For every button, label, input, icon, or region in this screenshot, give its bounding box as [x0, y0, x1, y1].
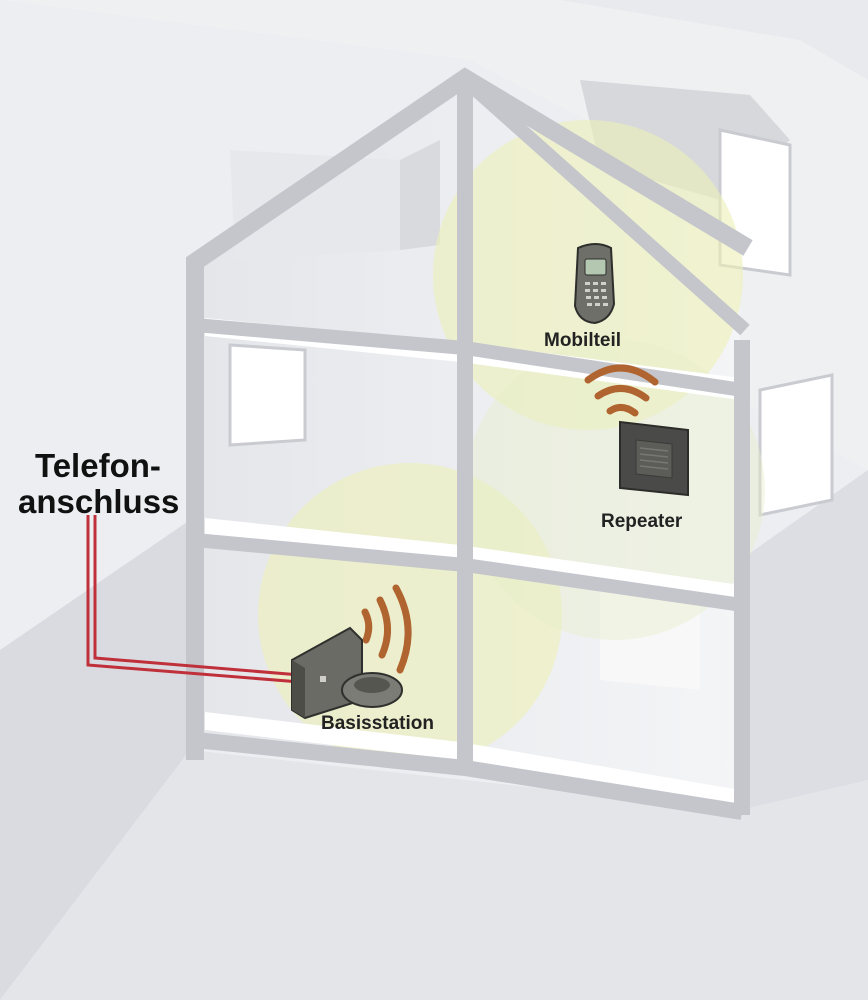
repeater-signal-waves — [584, 364, 659, 417]
house-frame — [186, 67, 753, 820]
base-station-icon — [291, 626, 403, 720]
label-telefonanschluss-line1: Telefon- — [35, 447, 161, 484]
repeater-icon — [619, 420, 689, 497]
label-mobilteil: Mobilteil — [544, 330, 622, 351]
label-repeater: Repeater — [601, 511, 683, 532]
phone-line — [86, 515, 301, 684]
base-signal-waves — [361, 584, 412, 674]
label-basisstation: Basisstation — [321, 713, 434, 734]
label-telefonanschluss-line2: anschluss — [18, 483, 180, 520]
handset-icon — [573, 243, 616, 325]
